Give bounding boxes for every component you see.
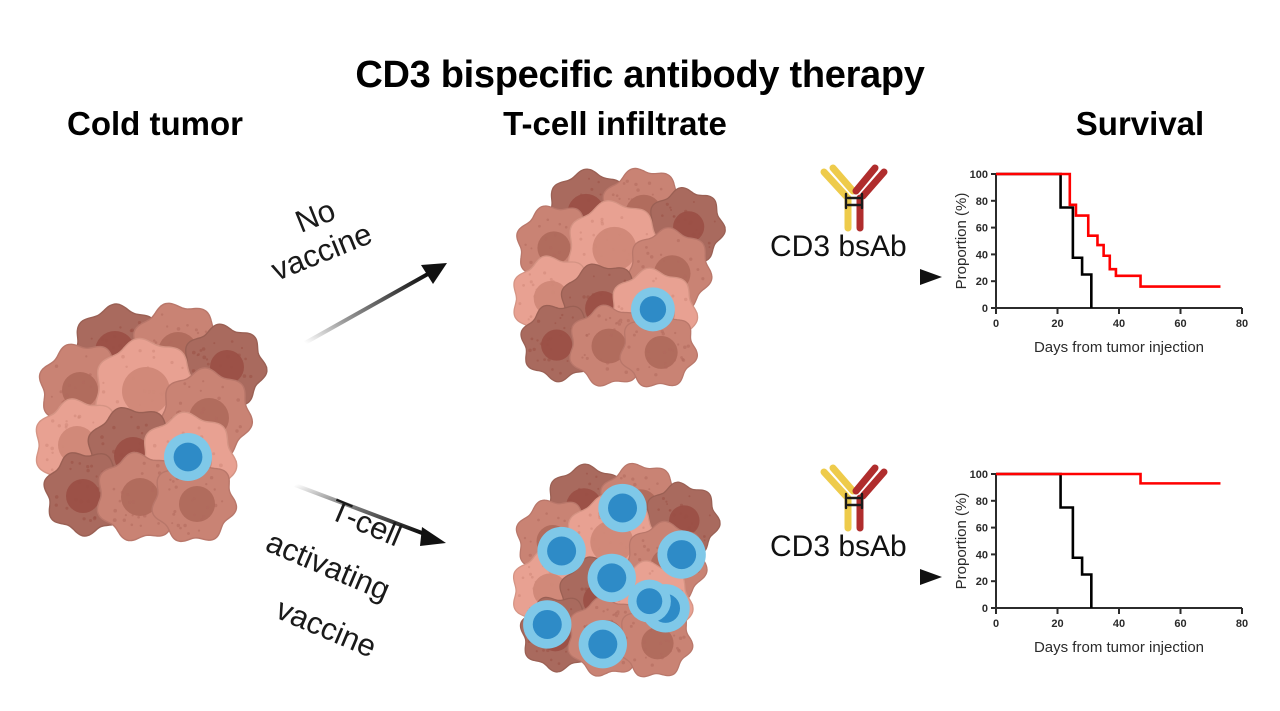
- svg-text:20: 20: [976, 276, 988, 288]
- svg-text:20: 20: [1051, 318, 1063, 330]
- arrow-no-vaccine: No vaccine: [266, 192, 495, 350]
- treatment-top-label: CD3 bsAb: [770, 230, 907, 263]
- page-title: CD3 bispecific antibody therapy: [355, 54, 925, 96]
- svg-text:0: 0: [993, 618, 999, 630]
- svg-text:40: 40: [976, 549, 988, 561]
- svg-text:Proportion (%): Proportion (%): [953, 193, 970, 290]
- svg-text:0: 0: [993, 318, 999, 330]
- treatment-top-arrow: [770, 269, 942, 285]
- arrow-tcell-activating-vaccine-shape: [294, 483, 446, 546]
- treatment-top: CD3 bsAb: [770, 158, 960, 285]
- svg-text:40: 40: [1113, 318, 1125, 330]
- arrow-tcell-activating-vaccine: T-cell activating vaccine: [261, 480, 505, 675]
- svg-text:100: 100: [970, 169, 988, 181]
- svg-text:60: 60: [1174, 318, 1186, 330]
- svg-text:Days from tumor injection: Days from tumor injection: [1034, 639, 1204, 656]
- arrow-no-vaccine-shape: [304, 263, 447, 345]
- column-heading-tcell-infiltrate: T-cell infiltrate: [503, 105, 727, 142]
- svg-text:60: 60: [1174, 618, 1186, 630]
- column-heading-survival: Survival: [1075, 105, 1205, 142]
- svg-text:80: 80: [976, 196, 988, 208]
- column-heading-cold-tumor: Cold tumor: [67, 105, 243, 142]
- svg-text:40: 40: [976, 249, 988, 261]
- tumor-cluster-bottom-infiltrate: [492, 462, 762, 680]
- svg-text:0: 0: [982, 603, 988, 615]
- treatment-bottom-label: CD3 bsAb: [770, 530, 907, 563]
- svg-text:Proportion (%): Proportion (%): [953, 493, 970, 590]
- tumor-cluster-cold-tumor: [28, 302, 298, 545]
- treatment-bottom: CD3 bsAb: [770, 458, 960, 585]
- svg-text:Days from tumor injection: Days from tumor injection: [1034, 339, 1204, 356]
- svg-text:80: 80: [976, 496, 988, 508]
- bispecific-antibody-icon: [820, 164, 888, 232]
- svg-text:20: 20: [1051, 618, 1063, 630]
- treatment-bottom-arrow: [770, 569, 942, 585]
- svg-text:0: 0: [982, 303, 988, 315]
- svg-text:80: 80: [1236, 318, 1248, 330]
- svg-text:40: 40: [1113, 618, 1125, 630]
- svg-text:60: 60: [976, 223, 988, 235]
- bispecific-antibody-icon: [820, 464, 888, 532]
- svg-text:100: 100: [970, 469, 988, 481]
- tumor-cluster-top-infiltrate: [495, 167, 765, 390]
- svg-text:80: 80: [1236, 618, 1248, 630]
- svg-text:20: 20: [976, 576, 988, 588]
- svg-text:60: 60: [976, 523, 988, 535]
